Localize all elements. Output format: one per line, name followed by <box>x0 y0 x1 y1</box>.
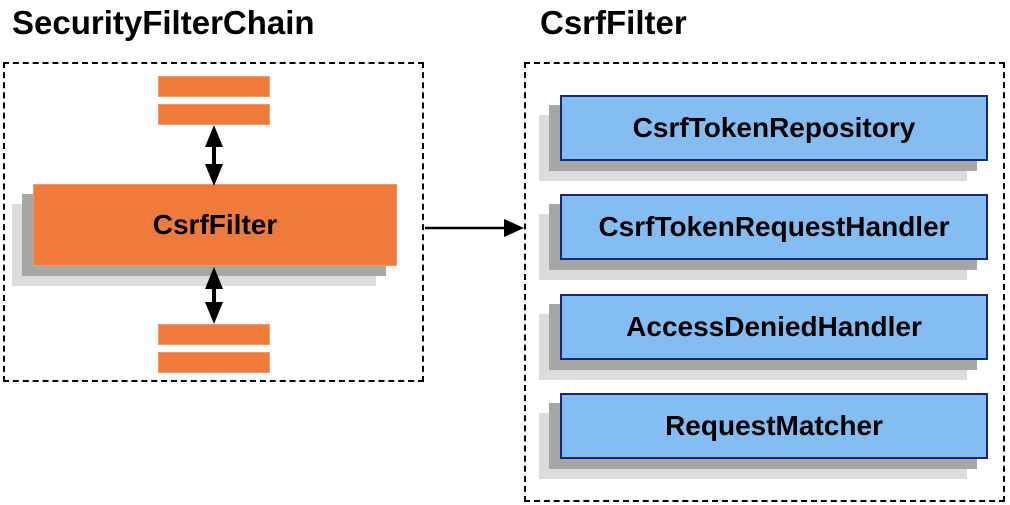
csrf-filter-components-container <box>524 62 1005 502</box>
component-label: CsrfTokenRepository <box>632 112 916 143</box>
component-box-access-denied-handler: AccessDeniedHandler <box>560 294 988 360</box>
filter-bar-bottom-1 <box>158 324 270 345</box>
csrf-filter-box: CsrfFilter <box>33 184 397 266</box>
security-filter-chain-title: SecurityFilterChain <box>12 4 315 41</box>
filter-bar-top-2 <box>158 104 270 125</box>
csrf-filter-title: CsrfFilter <box>540 4 687 41</box>
component-box-csrf-token-request-handler: CsrfTokenRequestHandler <box>560 194 988 260</box>
flow-arrow-icon <box>425 219 524 237</box>
component-label: RequestMatcher <box>665 410 883 441</box>
filter-bar-top-1 <box>158 76 270 97</box>
component-label: AccessDeniedHandler <box>626 311 922 342</box>
component-box-request-matcher: RequestMatcher <box>560 393 988 459</box>
filter-bar-bottom-2 <box>158 352 270 373</box>
component-label: CsrfTokenRequestHandler <box>598 211 950 242</box>
security-filter-chain-container <box>3 62 424 382</box>
csrf-filter-box-label: CsrfFilter <box>152 209 278 240</box>
component-box-csrf-token-repository: CsrfTokenRepository <box>560 95 988 161</box>
